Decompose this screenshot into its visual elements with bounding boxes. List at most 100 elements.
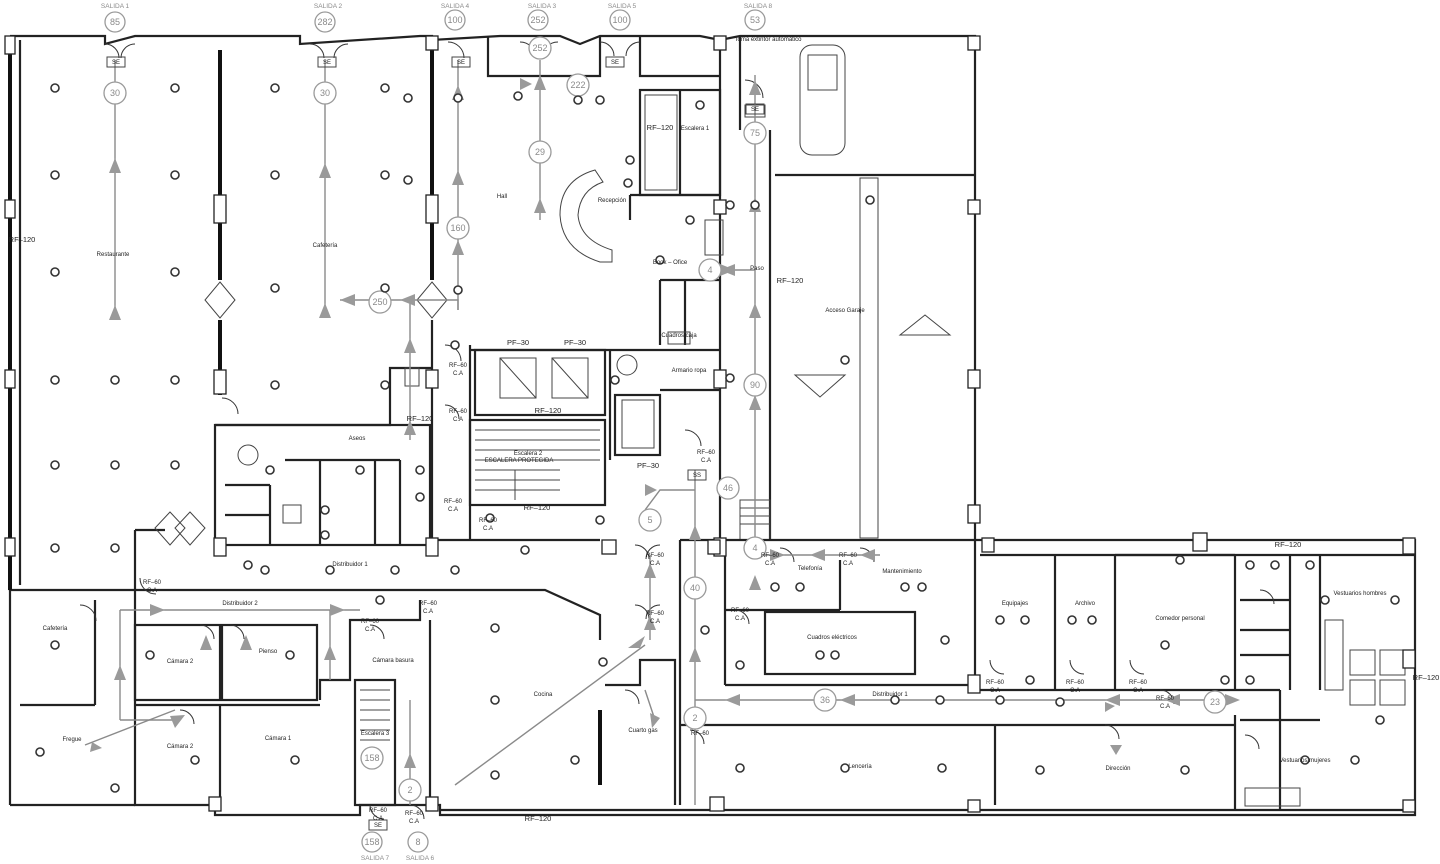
svg-text:100: 100	[612, 15, 627, 25]
label-cuadros-caja: Cuadros caja	[661, 333, 697, 339]
ca-door-17: C.A	[1160, 704, 1170, 710]
label-paso: Paso	[750, 266, 764, 272]
svg-text:53: 53	[750, 15, 760, 25]
svg-text:160: 160	[450, 223, 465, 233]
exit-label-1: SALIDA 1	[101, 3, 130, 10]
evacuation-routes	[84, 60, 1230, 805]
svg-text:252: 252	[532, 43, 547, 53]
rf120-garage: RF–120	[777, 276, 804, 285]
ca-door-3: C.A	[448, 507, 458, 513]
label-camara-2-a: Cámara 2	[167, 659, 194, 665]
east-wing	[678, 538, 1415, 810]
ca-door-11: C.A	[735, 616, 745, 622]
svg-text:SE: SE	[457, 60, 465, 66]
label-distribuidor-1-east: Distribuidor 1	[872, 692, 908, 698]
svg-text:282: 282	[317, 17, 332, 27]
rf60-door-18: RF–60	[369, 808, 388, 814]
exit-label-6: SALIDA 6	[406, 855, 435, 862]
restrooms-block	[213, 366, 432, 547]
emergency-lights	[35, 83, 1400, 793]
rf120-east: RF–120	[1413, 673, 1440, 682]
rf60-door-14: RF–60	[986, 680, 1005, 686]
label-recepcion: Recepción	[598, 198, 626, 204]
svg-text:158: 158	[364, 753, 379, 763]
rf60-door-6: RF–60	[646, 553, 665, 559]
rf60-door-3: RF–60	[444, 499, 463, 505]
svg-text:100: 100	[447, 15, 462, 25]
svg-text:2: 2	[407, 785, 412, 795]
svg-text:SE: SE	[112, 60, 120, 66]
pf30-elevator-a: PF–30	[507, 338, 529, 347]
svg-text:23: 23	[1210, 697, 1220, 707]
svg-text:SE: SE	[374, 823, 382, 829]
ca-door-4: C.A	[483, 526, 493, 532]
rf60-door-7: RF–60	[646, 611, 665, 617]
rf120-south: RF–120	[525, 814, 552, 823]
garage	[738, 36, 975, 541]
exit-label-8: SALIDA 8	[744, 3, 773, 10]
rf60-door-15: RF–60	[1066, 680, 1085, 686]
ca-door-6: C.A	[650, 561, 660, 567]
label-escalera-protegida: ESCALERA PROTEGIDA	[485, 458, 554, 464]
rf60-door-4: RF–60	[479, 518, 498, 524]
dining-partitions	[133, 50, 448, 590]
occupancy-markers: 30 30 29 160 250 222 252 75 90 46 5 40 4…	[103, 36, 1227, 802]
svg-text:4: 4	[752, 543, 757, 553]
label-comedor-personal: Comedor personal	[1155, 616, 1204, 622]
central-core	[430, 36, 724, 542]
svg-text:30: 30	[320, 88, 330, 98]
svg-text:36: 36	[820, 695, 830, 705]
exit-label-5: SALIDA 5	[608, 3, 637, 10]
svg-text:5: 5	[647, 515, 652, 525]
structural-columns	[4, 35, 1416, 813]
ca-door-15: C.A	[1070, 688, 1080, 694]
label-vestuarios-mujeres: Vestuarios mujeres	[1279, 758, 1330, 764]
label-restaurante: Restaurante	[97, 252, 130, 258]
label-aseos: Aseos	[349, 436, 366, 442]
svg-text:252: 252	[530, 15, 545, 25]
label-telefonia: Telefonía	[798, 566, 823, 572]
svg-text:30: 30	[110, 88, 120, 98]
route-arrows	[90, 75, 1240, 768]
ca-door-10: C.A	[365, 627, 375, 633]
ca-door-16: C.A	[1133, 688, 1143, 694]
pf30-service-lift: PF–30	[637, 461, 659, 470]
exit-markers: SALIDA 1 85 SALIDA 2 282 SALIDA 4 100 SA…	[101, 3, 773, 862]
ca-door-18: C.A	[373, 816, 383, 822]
label-armario-ropa: Armario ropa	[672, 368, 707, 374]
rf60-door-17: RF–60	[1156, 696, 1175, 702]
ca-door-14: C.A	[990, 688, 1000, 694]
exit-label-3: SALIDA 3	[528, 3, 557, 10]
rf120-west: RF–120	[9, 235, 36, 244]
label-escalera-1: Escalera 1	[681, 126, 710, 132]
rf60-door-1: RF–60	[449, 363, 468, 369]
rf60-door-10: RF–60	[361, 619, 380, 625]
label-cocina: Cocina	[534, 692, 553, 698]
label-direccion: Dirección	[1105, 766, 1130, 772]
svg-text:4: 4	[707, 265, 712, 275]
label-escalera-2: Escalera 2	[514, 451, 543, 457]
label-equipajes: Equipajes	[1002, 601, 1028, 607]
label-camara-2-b: Cámara 2	[167, 744, 194, 750]
label-fregue: Fregue	[62, 737, 82, 743]
rf60-door-12: RF–60	[761, 553, 780, 559]
svg-text:222: 222	[570, 80, 585, 90]
ca-door-2: C.A	[453, 417, 463, 423]
rf120-corridor: RF–120	[407, 414, 434, 423]
svg-text:75: 75	[750, 128, 760, 138]
rf60-door-13: RF–60	[839, 553, 858, 559]
svg-text:SS: SS	[693, 473, 701, 479]
rf60-door-8: RF–60	[143, 580, 162, 586]
room-labels: Restaurante Cafetería Hall Recepción Boo…	[43, 37, 1387, 772]
label-toma-extintor: Toma extintor automático	[734, 37, 802, 43]
svg-text:SE: SE	[751, 107, 759, 113]
rf120-core: RF–120	[535, 406, 562, 415]
label-camara-1: Cámara 1	[265, 736, 292, 742]
pf30-elevator-b: PF–30	[564, 338, 586, 347]
exterior-walls	[8, 34, 1417, 817]
doors	[79, 41, 1275, 820]
label-camara-basura: Cámara basura	[372, 658, 414, 664]
exit-label-2: SALIDA 2	[314, 3, 343, 10]
label-distribuidor-1: Distribuidor 1	[332, 562, 368, 568]
